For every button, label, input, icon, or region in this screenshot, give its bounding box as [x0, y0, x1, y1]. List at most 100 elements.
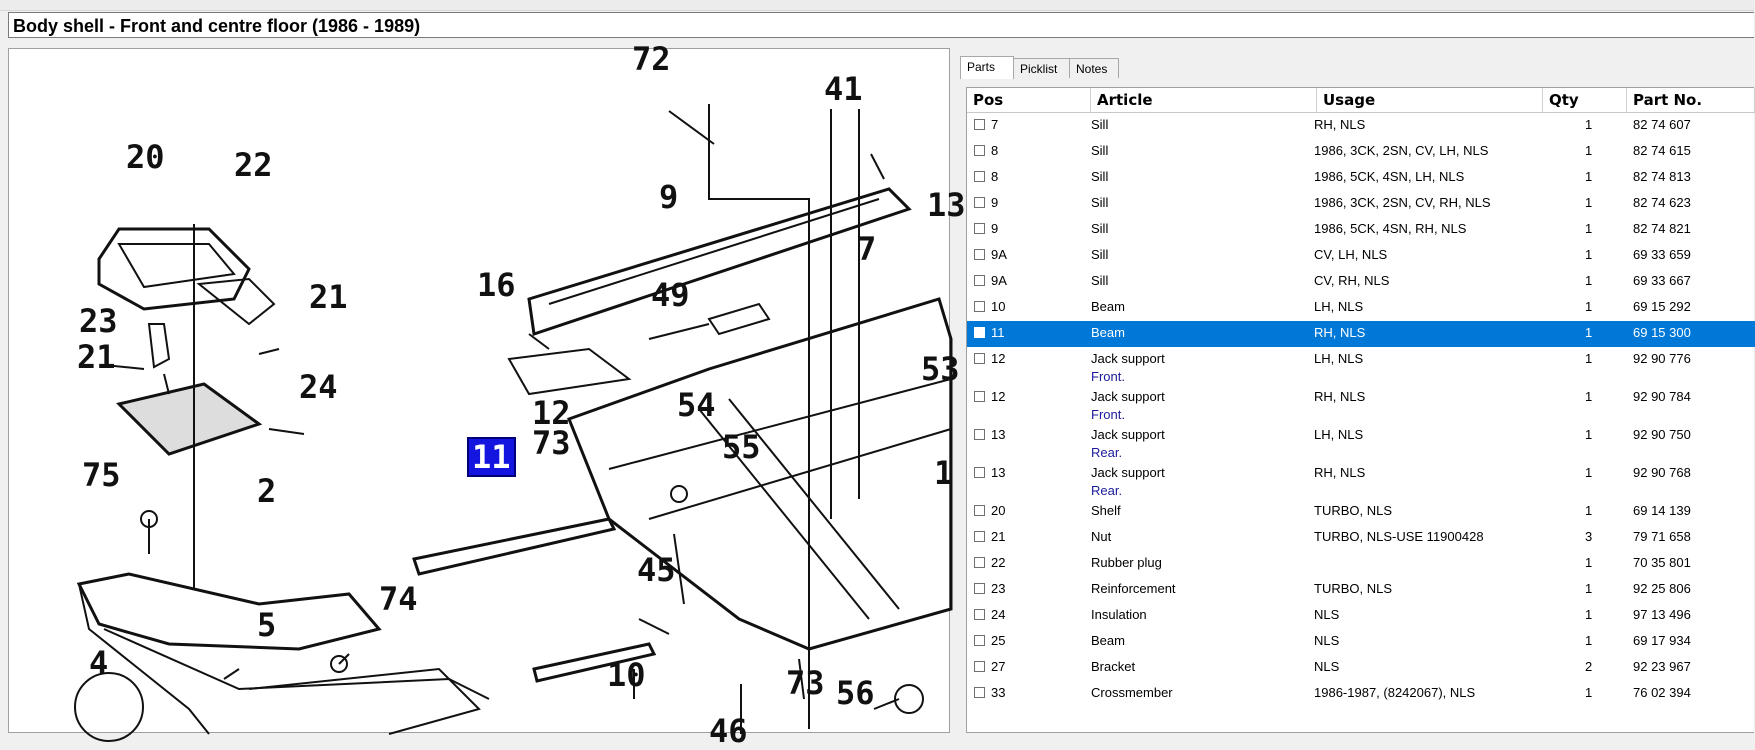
cell-part: 92 90 784 — [1633, 389, 1691, 404]
col-part-no[interactable]: Part No. — [1627, 88, 1755, 112]
cell-part: 92 25 806 — [1633, 581, 1691, 596]
col-usage[interactable]: Usage — [1317, 88, 1543, 112]
row-checkbox[interactable] — [974, 635, 985, 646]
cell-qty: 1 — [1585, 117, 1593, 132]
cell-note: Front. — [1091, 369, 1125, 384]
callout-5[interactable]: 5 — [257, 606, 277, 644]
callout-9[interactable]: 9 — [659, 178, 679, 216]
callout-54[interactable]: 54 — [677, 386, 716, 424]
row-checkbox[interactable] — [974, 249, 985, 260]
callout-53[interactable]: 53 — [921, 350, 960, 388]
callout-21b[interactable]: 21 — [77, 338, 116, 376]
callout-56[interactable]: 56 — [836, 674, 875, 712]
exploded-diagram[interactable]: 72 41 20 22 9 16 49 7 23 21 21 24 12 54 … — [8, 43, 966, 747]
row-checkbox[interactable] — [974, 583, 985, 594]
row-checkbox[interactable] — [974, 171, 985, 182]
col-pos[interactable]: Pos — [967, 88, 1091, 112]
row-checkbox[interactable] — [974, 353, 985, 364]
row-checkbox[interactable] — [974, 197, 985, 208]
callout-75[interactable]: 75 — [82, 456, 121, 494]
row-checkbox[interactable] — [974, 467, 985, 478]
col-qty[interactable]: Qty — [1543, 88, 1627, 112]
row-checkbox[interactable] — [974, 301, 985, 312]
callout-12[interactable]: 12 — [532, 394, 571, 432]
callout-10[interactable]: 10 — [607, 656, 646, 694]
callout-21[interactable]: 21 — [309, 278, 348, 316]
tab-parts[interactable]: Parts — [960, 56, 1014, 79]
callout-13[interactable]: 13 — [927, 186, 966, 224]
cell-article: Sill — [1091, 169, 1109, 184]
callout-11-highlighted[interactable]: 11 — [467, 437, 516, 477]
cell-part: 76 02 394 — [1633, 685, 1691, 700]
callout-16[interactable]: 16 — [477, 266, 516, 304]
callout-74[interactable]: 74 — [379, 580, 418, 618]
row-checkbox[interactable] — [974, 145, 985, 156]
row-checkbox[interactable] — [974, 687, 985, 698]
callout-1[interactable]: 1 — [934, 454, 954, 492]
group-circle — [74, 672, 144, 742]
cell-part: 69 14 139 — [1633, 503, 1691, 518]
cell-usage: NLS — [1314, 659, 1340, 674]
row-checkbox[interactable] — [974, 275, 985, 286]
cell-pos: 9A — [991, 247, 1007, 262]
row-checkbox[interactable] — [974, 429, 985, 440]
callout-73b[interactable]: 73 — [786, 664, 825, 702]
row-checkbox[interactable] — [974, 505, 985, 516]
callout-7[interactable]: 7 — [857, 230, 877, 268]
cell-pos: 8 — [991, 143, 999, 158]
row-checkbox[interactable] — [974, 119, 985, 130]
callout-46[interactable]: 46 — [709, 712, 748, 750]
cell-article: Shelf — [1091, 503, 1121, 518]
cell-part: 82 74 607 — [1633, 117, 1691, 132]
callout-72[interactable]: 72 — [632, 40, 671, 78]
callout-22[interactable]: 22 — [234, 146, 273, 184]
callout-41[interactable]: 41 — [824, 70, 863, 108]
callout-2[interactable]: 2 — [257, 472, 277, 510]
cell-pos: 12 — [991, 351, 1006, 366]
row-checkbox[interactable] — [974, 223, 985, 234]
callout-73[interactable]: 73 — [532, 424, 571, 462]
row-checkbox[interactable] — [974, 531, 985, 542]
cell-part: 92 90 776 — [1633, 351, 1691, 366]
row-checkbox[interactable] — [974, 557, 985, 568]
row-checkbox[interactable] — [974, 661, 985, 672]
tab-notes[interactable]: Notes — [1069, 58, 1119, 78]
tab-picklist[interactable]: Picklist — [1013, 58, 1070, 78]
col-article[interactable]: Article — [1091, 88, 1317, 112]
callout-55[interactable]: 55 — [722, 428, 761, 466]
row-checkbox[interactable] — [974, 609, 985, 620]
row-checkbox[interactable] — [974, 391, 985, 402]
callout-4[interactable]: 4 — [89, 644, 109, 682]
callout-23[interactable]: 23 — [79, 302, 118, 340]
callout-45[interactable]: 45 — [637, 551, 676, 589]
cell-note: Front. — [1091, 407, 1125, 422]
callout-24[interactable]: 24 — [299, 368, 338, 406]
row-checkbox[interactable] — [974, 327, 985, 338]
diagram-drawing — [74, 104, 953, 742]
callout-49[interactable]: 49 — [651, 276, 690, 314]
cell-part: 69 17 934 — [1633, 633, 1691, 648]
callout-20[interactable]: 20 — [126, 138, 165, 176]
